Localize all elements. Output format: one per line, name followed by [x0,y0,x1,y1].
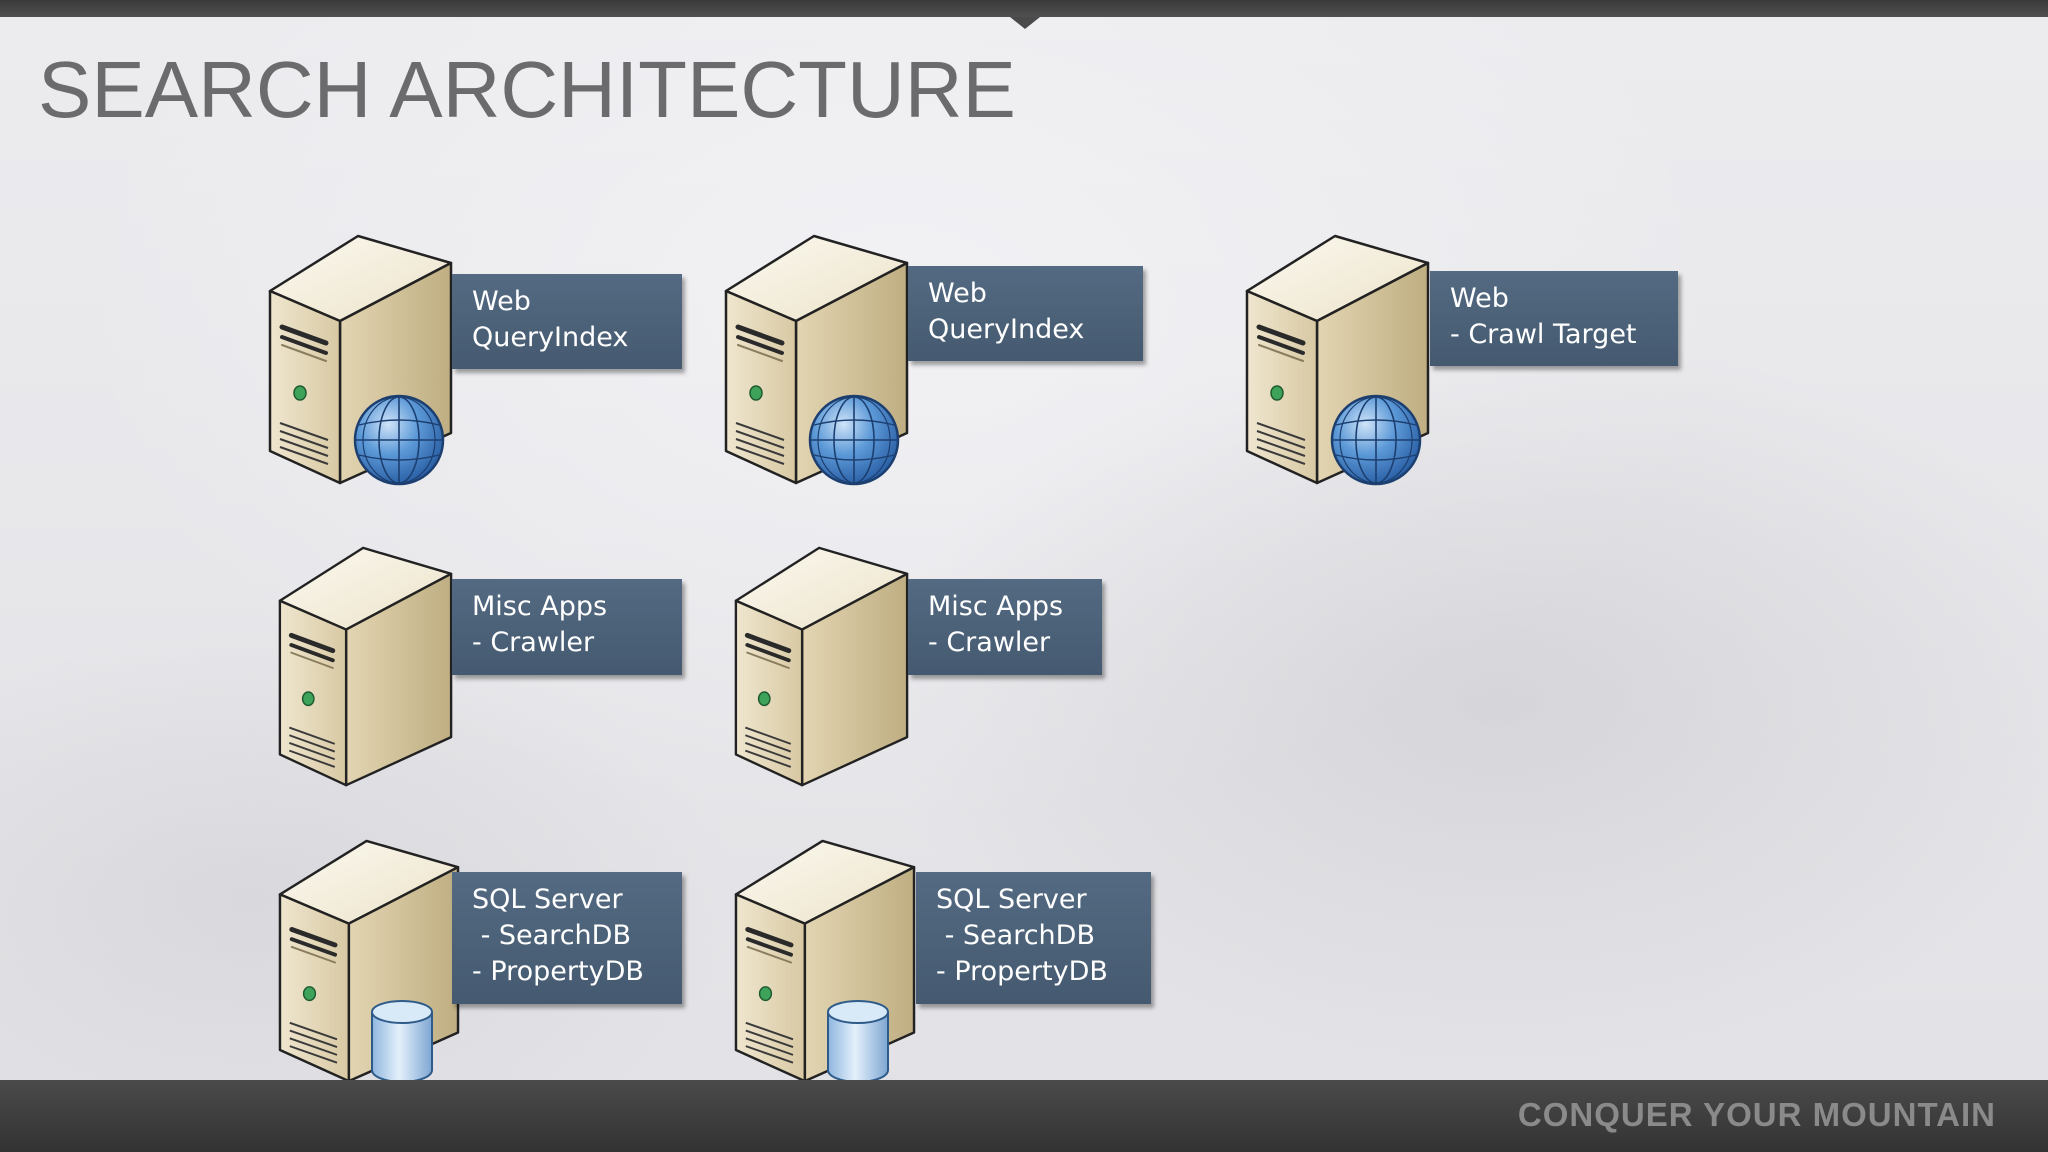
server-label: Misc Apps - Crawler [452,579,682,675]
globe-icon [808,394,900,486]
top-notch-marker [1010,17,1040,29]
label-line: QueryIndex [928,314,1085,345]
label-line: - Crawler [928,627,1051,658]
database-icon [827,1000,889,1083]
label-line: Web [472,286,531,317]
database-icon [371,1000,433,1083]
bottom-bar [0,1080,2048,1152]
label-line: Misc Apps [928,591,1064,622]
label-line: - SearchDB [936,920,1095,951]
server-label: Misc Apps - Crawler [908,579,1102,675]
server-label: SQL Server - SearchDB - PropertyDB [452,872,682,1004]
label-line: Misc Apps [472,591,608,622]
label-line: - Crawler [472,627,595,658]
label-line: - Crawl Target [1450,319,1637,350]
top-bar [0,0,2048,17]
label-line: Web [1450,283,1509,314]
globe-icon [353,394,445,486]
tagline: CONQUER YOUR MOUNTAIN [1517,1096,1996,1133]
server-label: Web QueryIndex [452,274,682,369]
slide-title: SEARCH ARCHITECTURE [38,45,1016,134]
server-label: Web QueryIndex [908,266,1143,361]
label-line: QueryIndex [472,322,629,353]
server-icon [734,545,909,790]
server-icon [278,545,453,790]
label-line: - PropertyDB [936,956,1108,987]
label-line: SQL Server [472,884,623,915]
server-label: Web - Crawl Target [1430,271,1678,366]
label-line: Web [928,278,987,309]
globe-icon [1330,394,1422,486]
label-line: - PropertyDB [472,956,644,987]
server-label: SQL Server - SearchDB - PropertyDB [916,872,1151,1004]
label-line: - SearchDB [472,920,631,951]
label-line: SQL Server [936,884,1087,915]
